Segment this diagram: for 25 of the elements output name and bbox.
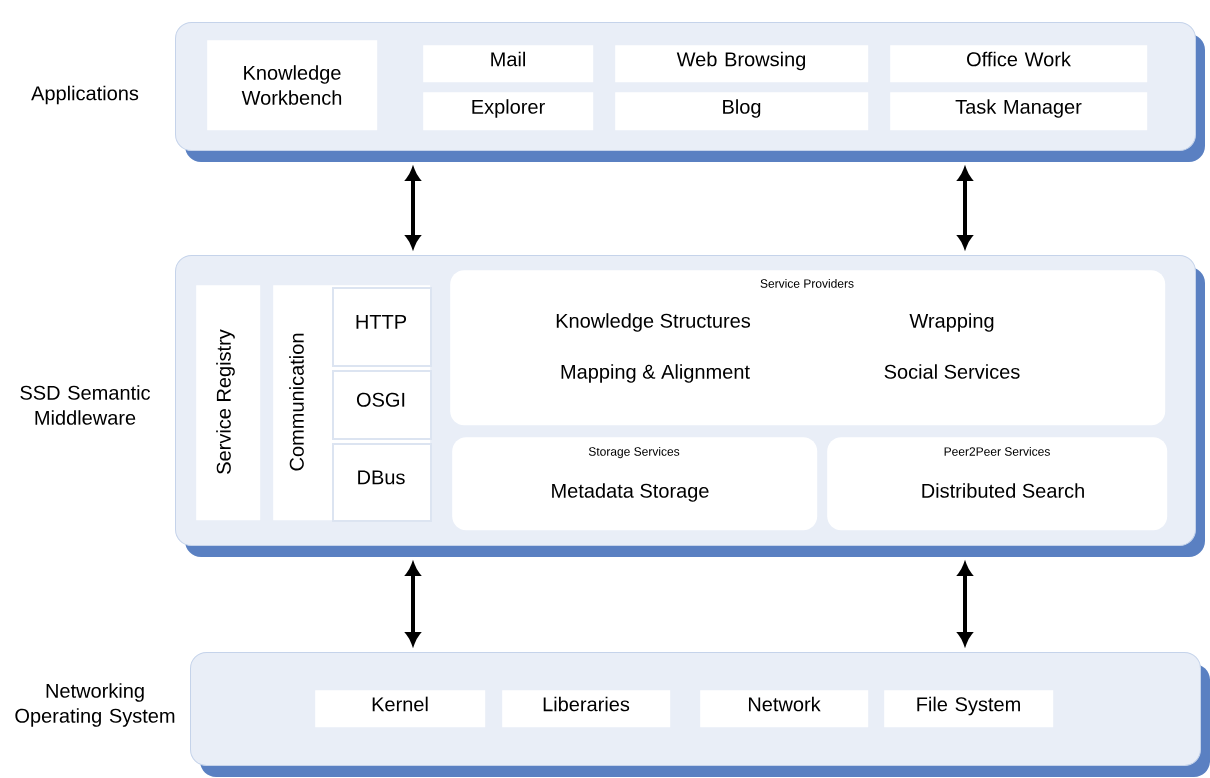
service-group-box: Service Providers Knowledge Structures Wrapping Mapping & Alignment Social Services: [450, 270, 1166, 426]
node-label: Applications: [31, 85, 139, 105]
service-group-box: Peer2Peer Services Distributed Search: [827, 437, 1168, 531]
component-box: Mail: [423, 45, 594, 83]
component-box: Liberaries: [502, 690, 671, 728]
node-label: Networking Operating System: [15, 683, 175, 727]
double-arrow: [957, 167, 973, 249]
component-box: Office Work: [890, 45, 1148, 83]
node-label: SSD Semantic Middleware: [20, 385, 151, 425]
double-arrow: [405, 562, 421, 646]
component-box: Task Manager: [890, 92, 1148, 131]
component-box: Knowledge Workbench: [207, 40, 378, 131]
component-box: Explorer: [423, 92, 594, 131]
component-box: Service Registry: [196, 285, 261, 521]
component-box: File System: [884, 690, 1054, 728]
component-box: Web Browsing: [615, 45, 869, 83]
component-box: Network: [700, 690, 869, 728]
component-box: Kernel: [315, 690, 486, 728]
component-box: Blog: [615, 92, 869, 131]
double-arrow: [405, 167, 421, 249]
component-box: OSGI: [332, 370, 432, 440]
service-group-box: Storage Services Metadata Storage: [452, 437, 818, 531]
double-arrow: [957, 562, 973, 646]
component-box: DBus: [332, 443, 432, 522]
component-box: HTTP: [332, 287, 432, 367]
